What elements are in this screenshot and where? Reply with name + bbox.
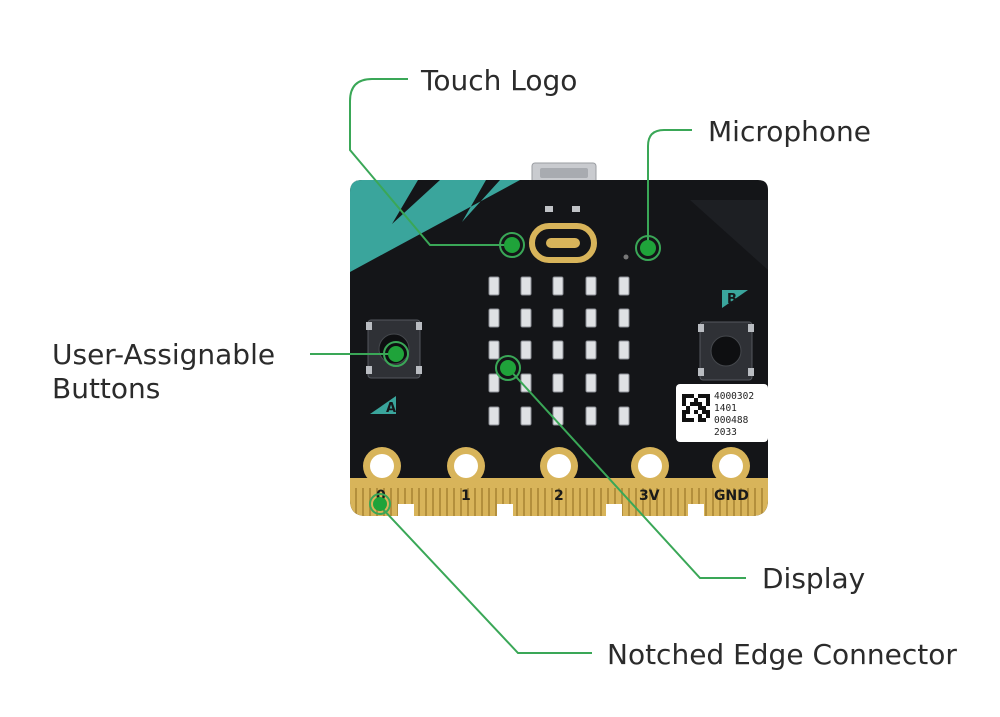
serial-line-1: 4000302 [714,391,754,402]
led [520,340,532,360]
serial-line-4: 2033 [714,427,737,438]
pin-label-2: 2 [554,488,564,504]
led [488,308,500,328]
button-a-letter: A [386,401,396,416]
touch-logo-marker [499,232,525,258]
display-marker [495,355,521,381]
pin-gnd-hole [712,447,750,485]
display-label: Display [762,562,865,595]
touch-logo-label: Touch Logo [420,64,577,97]
led [520,406,532,426]
led [618,340,630,360]
pin-1-hole [447,447,485,485]
button-a-label: A [370,396,396,416]
led [552,308,564,328]
callout-lines [310,78,746,654]
pin-label-3v: 3V [639,488,660,504]
microphone-hole [623,254,629,260]
button-b-letter: B [727,292,737,307]
led [618,373,630,393]
edge-notches [398,504,704,518]
buttons-label-line1: User-Assignable [52,338,275,371]
led [585,340,597,360]
edge-connector-leader [379,505,592,654]
button-a-marker [383,341,409,367]
buttons-label-line2: Buttons [52,372,160,405]
led [488,406,500,426]
led [585,308,597,328]
led [520,276,532,296]
led [552,373,564,393]
led [618,276,630,296]
pin-3v-hole [631,447,669,485]
led [488,276,500,296]
pin-label-0: 0 [376,488,386,504]
led [618,308,630,328]
serial-sticker: 4000302 1401 000488 2033 [676,384,768,442]
microphone-marker [635,235,661,261]
usb-connector [531,162,597,184]
led [488,340,500,360]
led [585,373,597,393]
serial-line-2: 1401 [714,403,737,414]
touch-logo[interactable] [529,223,597,263]
led [488,373,500,393]
serial-line-3: 000488 [714,415,749,426]
pin-label-1: 1 [461,488,471,504]
teal-corner-graphic [350,180,520,272]
pin-label-gnd: GND [714,488,749,504]
qr-code-icon [682,394,710,422]
microphone-label: Microphone [708,115,871,148]
display-leader [507,367,746,579]
edge-connector-label: Notched Edge Connector [607,638,957,671]
edge-connector-marker [369,493,391,515]
button-b-label: B [722,290,748,308]
led [585,276,597,296]
led [552,276,564,296]
led [585,406,597,426]
pin-holes [363,447,750,485]
led [552,340,564,360]
pin-2-hole [540,447,578,485]
callout-markers [369,232,661,515]
microphone-leader [647,129,692,246]
led [618,406,630,426]
pin-0-hole [363,447,401,485]
touch-logo-leader [349,78,510,246]
led [520,308,532,328]
button-b[interactable] [698,321,754,381]
